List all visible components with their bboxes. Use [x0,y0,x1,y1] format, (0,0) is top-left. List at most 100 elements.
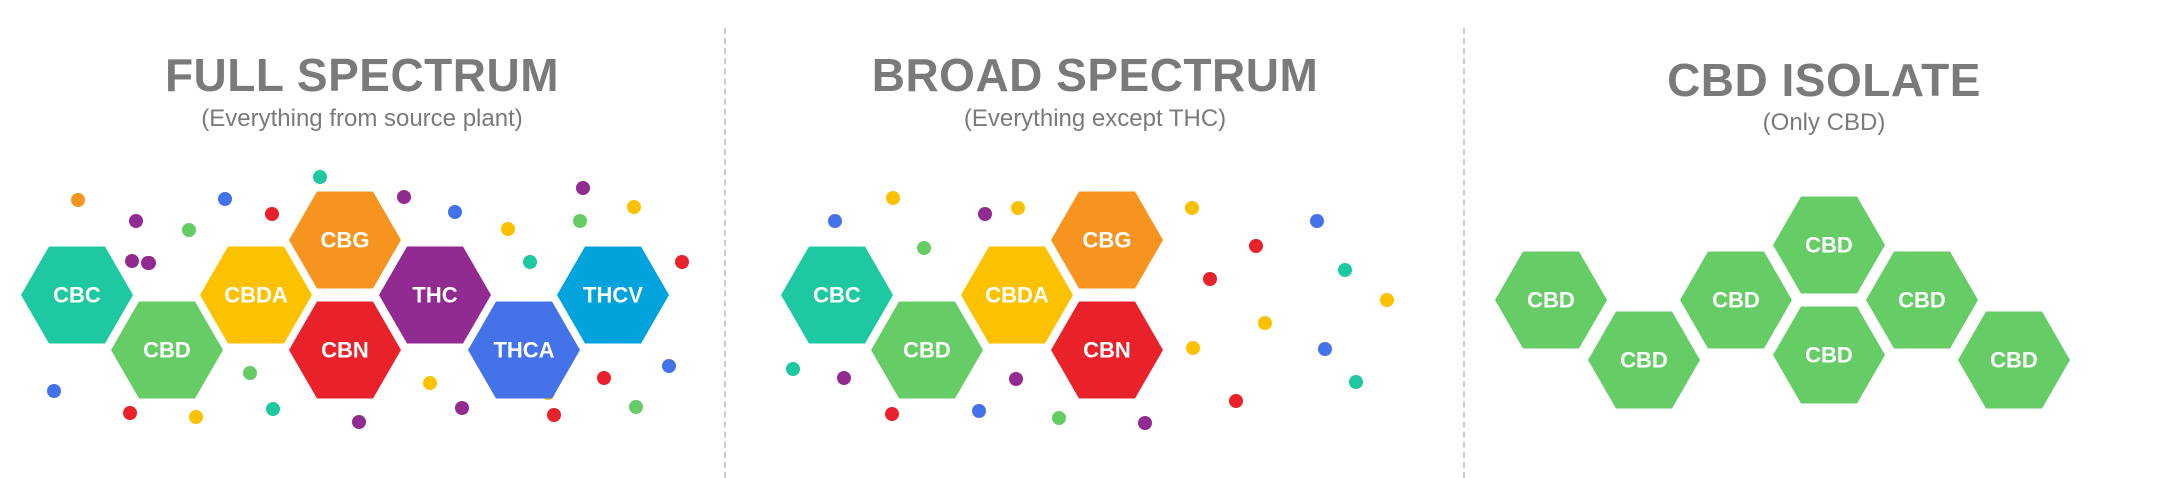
hexagon-shape [379,246,491,344]
decorative-dot [189,410,203,424]
hexagon-cbd: CBD [1866,251,1978,349]
decorative-dot [266,402,280,416]
hexagon-cbn: CBN [1051,301,1163,399]
hexagon-label: THC [412,283,457,308]
decorative-dot [243,366,257,380]
decorative-dot [47,384,61,398]
hexagon-shape [1773,306,1885,404]
hexagon-cbd: CBD [1958,311,2070,409]
hexagon-cbd: CBD [1588,311,1700,409]
hexagon-thca: THCA [468,301,580,399]
decorative-dot [141,256,155,270]
hexagon-shape [289,301,401,399]
hexagon-label: CBG [321,228,370,253]
decorative-dot [1203,272,1217,286]
panel-full-spectrum: FULL SPECTRUM (Everything from source pl… [0,0,724,475]
decorative-dot [573,214,587,228]
decorative-dot [455,401,469,415]
hexagon-thc: THC [379,246,491,344]
hexagon-label: CBN [321,338,369,363]
decorative-dot [547,408,561,422]
panel-subtitle: (Everything except THC) [963,105,1227,132]
decorative-dot [71,193,85,207]
hexagon-shape [557,246,669,344]
hexagon-shape [468,301,580,399]
decorative-dot [265,207,279,221]
decorative-dot [182,223,196,237]
hexagon-label: THCA [493,338,554,363]
decorative-dot [885,407,899,421]
panel-cbd-isolate: CBD ISOLATE (Only CBD) [1464,0,2184,475]
hexagon-label: CBD [1990,348,2038,373]
hexagon-shape [200,246,312,344]
decorative-dot [1229,394,1243,408]
decorative-dot [1052,411,1066,425]
hexagon-shape [781,246,893,344]
hexagon-cbd: CBD [111,301,223,399]
hexagon-shape [871,301,983,399]
hexagon-label: CBD [1620,348,1668,373]
panel-title: BROAD SPECTRUM [871,49,1319,101]
decorative-dot [1258,316,1272,330]
decorative-dot [662,359,676,373]
hexagon-shape [289,191,401,289]
decorative-dot [352,415,366,429]
hexagon-label: CBD [903,338,951,363]
divider [724,28,726,478]
hexagon-cbd: CBD [1773,306,1885,404]
hexagon-label: CBD [1805,233,1853,258]
decorative-dot [448,205,462,219]
decorative-dot [972,404,986,418]
panel-title: FULL SPECTRUM [164,49,560,101]
decorative-dot [1338,263,1352,277]
decorative-dot [1186,341,1200,355]
hexagon-label: CBD [1805,343,1853,368]
hexagon-cbc: CBC [781,246,893,344]
hexagon-cbd: CBD [1773,196,1885,294]
hexagon-label: CBDA [985,283,1049,308]
hexagon-label: THCV [583,283,643,308]
decorative-dot [1349,375,1363,389]
hexagon-label: CBN [1083,338,1131,363]
decorative-dot [597,371,611,385]
hexagon-cbg: CBG [1051,191,1163,289]
decorative-dot [675,255,689,269]
decorative-dot [423,376,437,390]
hexagon-cbg: CBG [289,191,401,289]
decorative-dot [1318,342,1332,356]
decorative-dot [917,241,931,255]
hexagon-shape [1866,251,1978,349]
hexagon-shape [1495,251,1607,349]
decorative-dot [576,181,590,195]
decorative-dot [828,214,842,228]
hexagon-shape [21,246,133,344]
divider [1463,28,1465,478]
hexagon-thcv: THCV [557,246,669,344]
decorative-dot [1011,201,1025,215]
hexagon-shape [1773,196,1885,294]
hexagon-label: CBD [1527,288,1575,313]
hexagon-shape [1051,301,1163,399]
decorative-dot [1138,416,1152,430]
hexagon-shape [1680,251,1792,349]
decorative-dot [313,170,327,184]
hexagon-label: CBD [1898,288,1946,313]
hexagon-shape [961,246,1073,344]
hexagon-label: CBC [813,283,861,308]
decorative-dot [1185,201,1199,215]
hexagon-cbn: CBN [289,301,401,399]
hexagon-label: CBD [143,338,191,363]
panel-title: CBD ISOLATE [1667,54,1981,106]
decorative-dot [501,222,515,236]
hexagon-cbda: CBDA [961,246,1073,344]
decorative-dot [129,214,143,228]
decorative-dot [837,371,851,385]
decorative-dot [886,191,900,205]
decorative-dot [978,207,992,221]
hexagon-label: CBD [1712,288,1760,313]
decorative-dot [627,200,641,214]
panel-subtitle: (Everything from source plant) [201,105,523,132]
decorative-dot [397,190,411,204]
